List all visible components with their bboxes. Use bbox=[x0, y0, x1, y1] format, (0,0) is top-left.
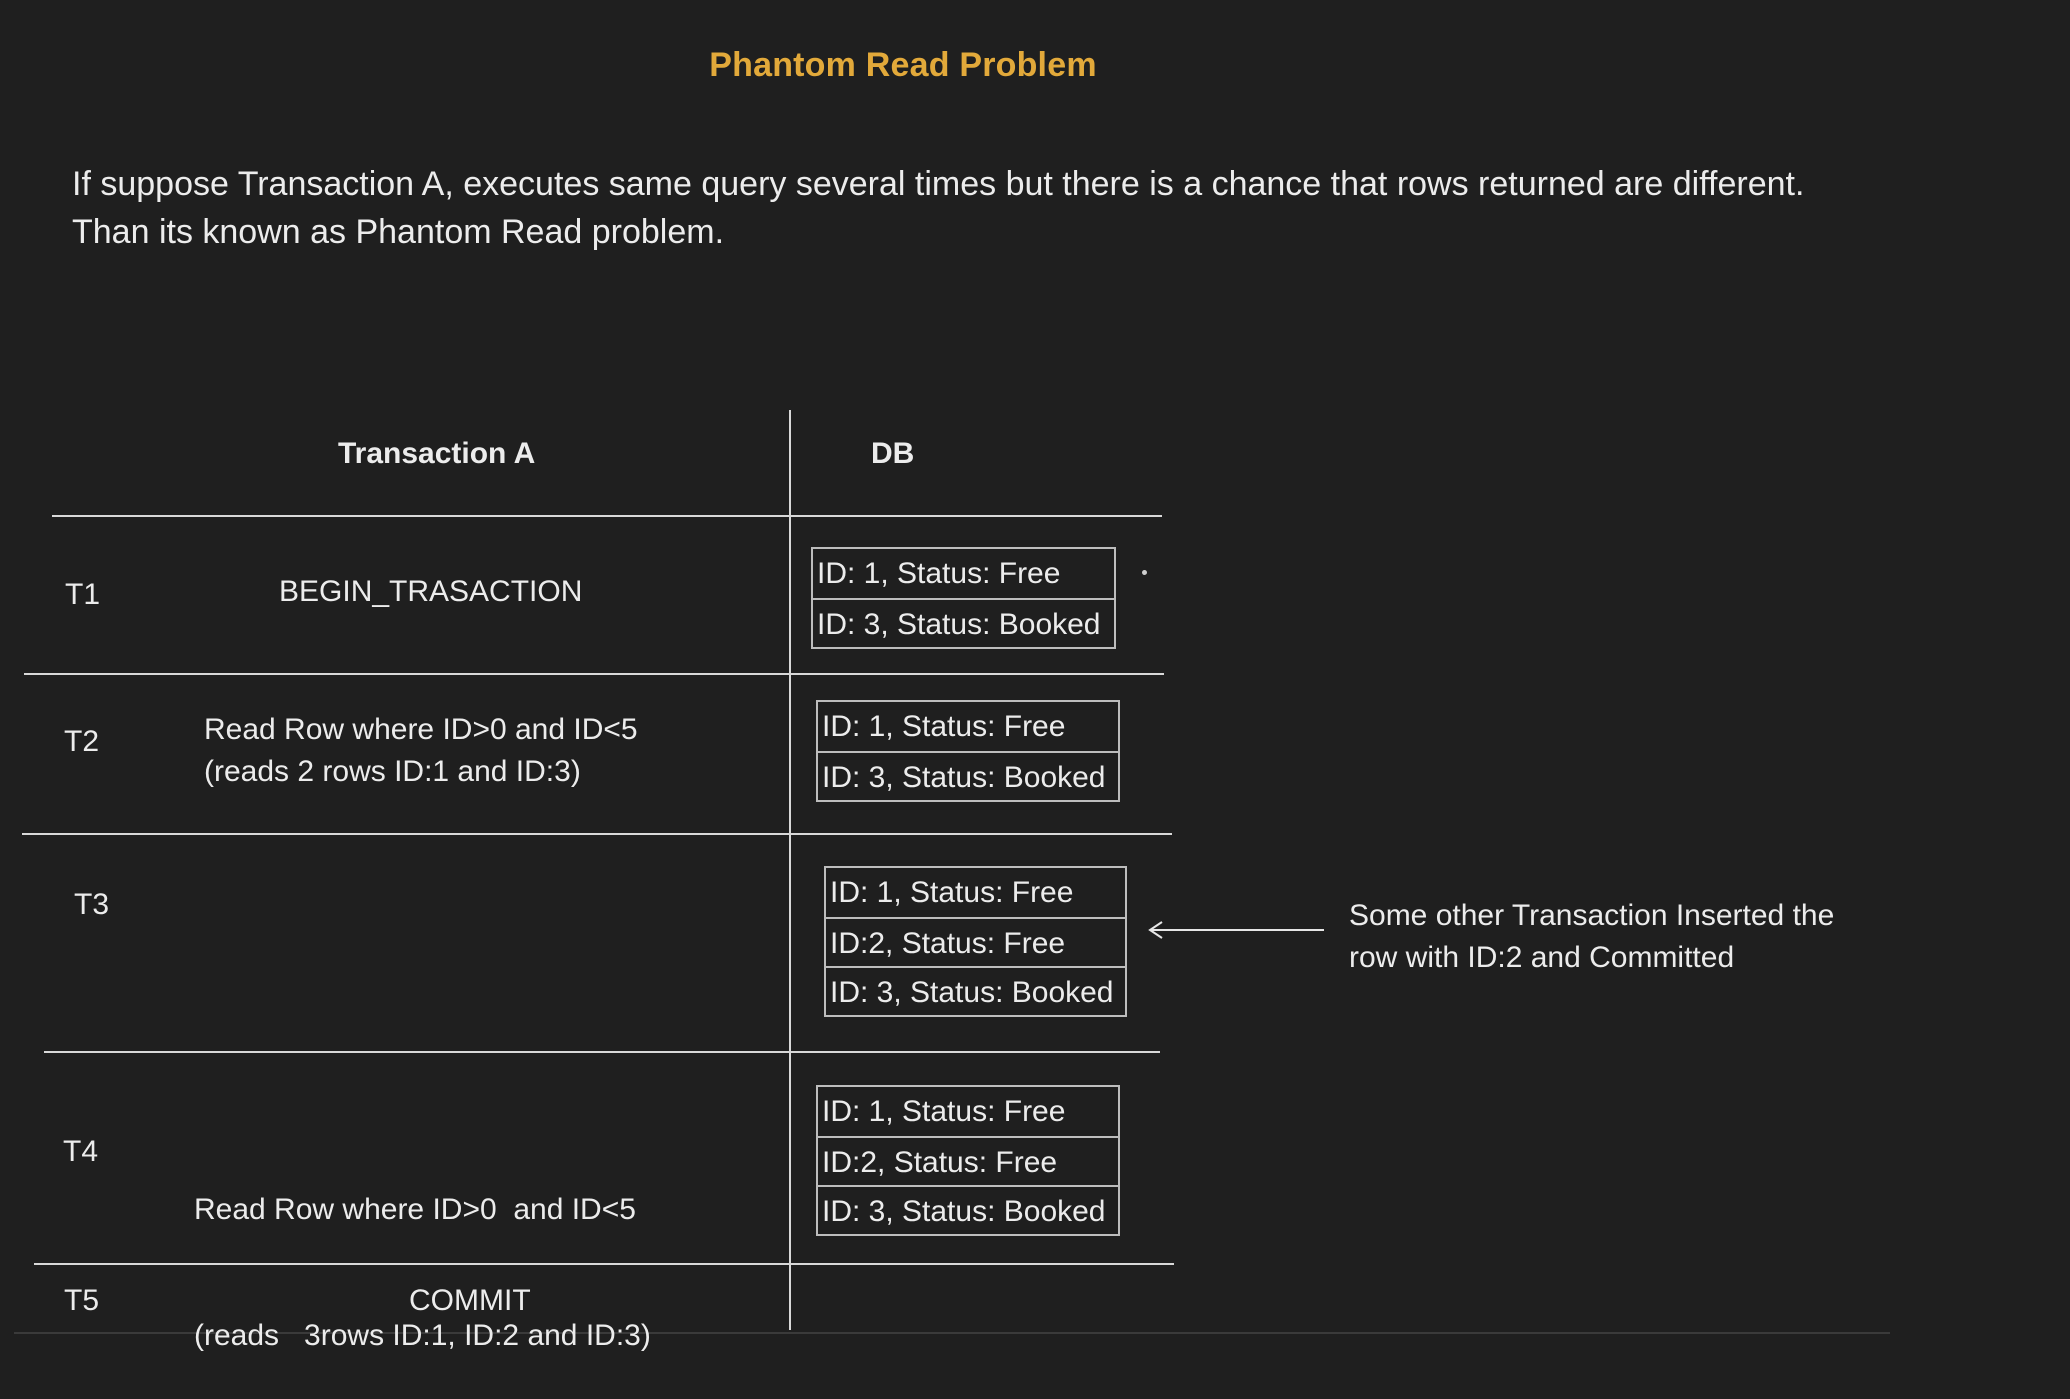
time-label: T5 bbox=[64, 1284, 100, 1317]
db-row: ID:2, Status: Free bbox=[818, 1136, 1118, 1185]
row-divider bbox=[22, 833, 1172, 835]
action-line: (reads 2 rows ID:1 and ID:3) bbox=[204, 755, 581, 788]
db-row: ID: 1, Status: Free bbox=[830, 876, 1074, 909]
transaction-action: BEGIN_TRASACTION bbox=[279, 575, 583, 608]
row-divider bbox=[44, 1051, 1160, 1053]
time-label: T3 bbox=[74, 888, 110, 921]
left-arrow-icon bbox=[1148, 921, 1324, 939]
transaction-action: Read Row where ID>0 and ID<5 (reads 3row… bbox=[194, 1105, 651, 1399]
db-state-table: ID: 1, Status: Free ID: 3, Status: Booke… bbox=[811, 547, 1116, 649]
db-row: ID: 3, Status: Booked bbox=[813, 598, 1114, 647]
db-state-table: ID: 1, Status: Free ID: 3, Status: Booke… bbox=[816, 700, 1120, 802]
action-line: Read Row where ID>0 and ID<5 bbox=[204, 713, 638, 746]
column-header-db: DB bbox=[871, 437, 915, 470]
db-row: ID:2, Status: Free bbox=[826, 917, 1125, 966]
db-row: ID: 1, Status: Free bbox=[822, 710, 1066, 743]
header-divider bbox=[52, 515, 1162, 517]
db-state-table: ID: 1, Status: Free ID:2, Status: Free I… bbox=[824, 866, 1127, 1017]
stray-dot bbox=[1142, 570, 1147, 575]
time-label: T1 bbox=[65, 578, 101, 611]
annotation-note: Some other Transaction Inserted the row … bbox=[1349, 895, 1834, 979]
table-bottom-border bbox=[14, 1332, 1890, 1334]
action-line: (reads 3rows ID:1, ID:2 and ID:3) bbox=[194, 1319, 651, 1352]
time-label: T2 bbox=[64, 725, 100, 758]
diagram-title: Phantom Read Problem bbox=[709, 46, 1097, 84]
time-label: T4 bbox=[63, 1135, 99, 1168]
db-row: ID: 3, Status: Booked bbox=[818, 751, 1118, 800]
db-state-table: ID: 1, Status: Free ID:2, Status: Free I… bbox=[816, 1085, 1120, 1236]
annotation-line: row with ID:2 and Committed bbox=[1349, 941, 1735, 974]
transaction-action: Read Row where ID>0 and ID<5 (reads 2 ro… bbox=[204, 709, 638, 793]
description-line: Than its known as Phantom Read problem. bbox=[72, 213, 725, 251]
transaction-action: COMMIT bbox=[409, 1284, 531, 1317]
db-row: ID: 1, Status: Free bbox=[817, 557, 1061, 590]
row-divider bbox=[24, 673, 1164, 675]
db-row: ID: 3, Status: Booked bbox=[818, 1185, 1118, 1234]
db-row: ID: 3, Status: Booked bbox=[826, 966, 1125, 1015]
column-divider bbox=[789, 410, 791, 1330]
column-header-transaction: Transaction A bbox=[338, 437, 536, 470]
annotation-line: Some other Transaction Inserted the bbox=[1349, 899, 1835, 932]
action-line: Read Row where ID>0 and ID<5 bbox=[194, 1193, 636, 1226]
row-divider bbox=[34, 1263, 1174, 1265]
db-row: ID: 1, Status: Free bbox=[822, 1095, 1066, 1128]
description: If suppose Transaction A, executes same … bbox=[72, 160, 2032, 256]
description-line: If suppose Transaction A, executes same … bbox=[72, 165, 1805, 203]
